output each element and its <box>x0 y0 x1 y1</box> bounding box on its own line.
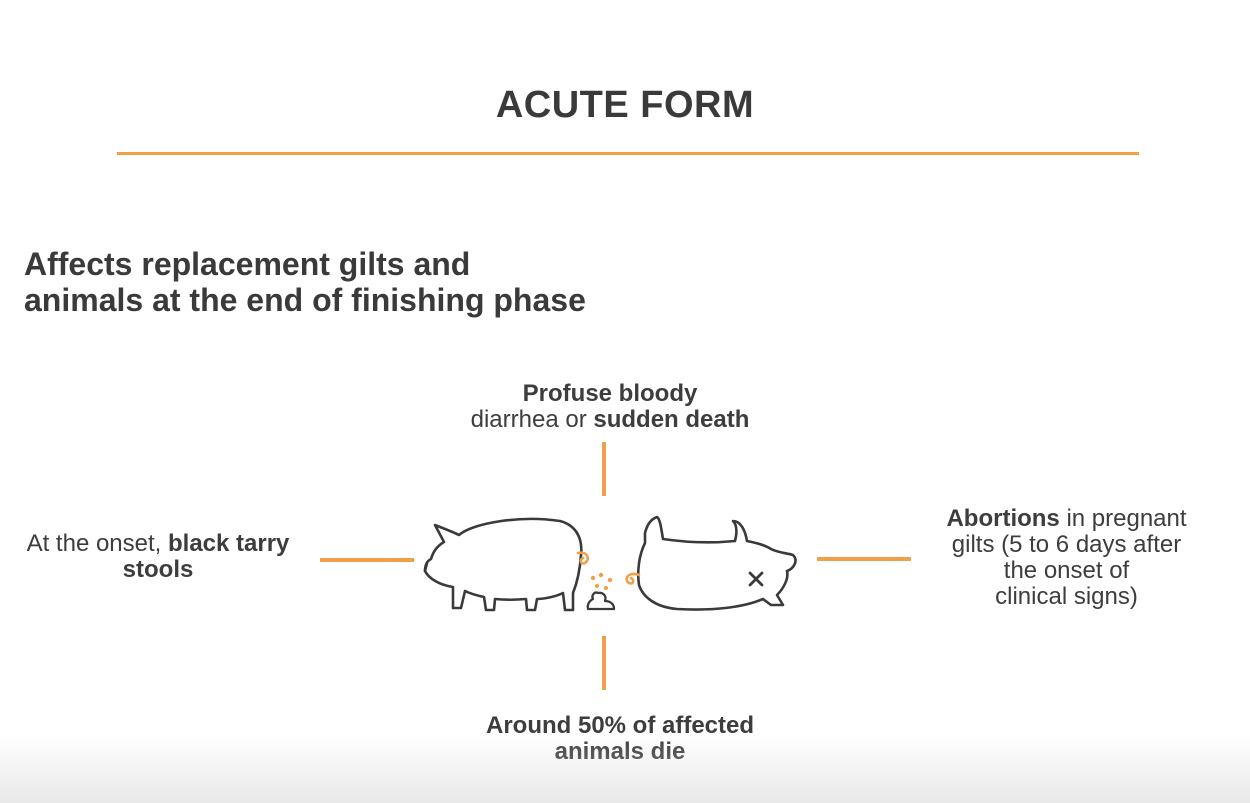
callout-left-line-1-regular: At the onset, <box>26 530 168 557</box>
x-eye-icon <box>748 571 764 587</box>
page-title: ACUTE FORM <box>495 84 755 126</box>
callout-bottom: Around 50% of affected animals die <box>420 713 820 765</box>
dead-pig-icon <box>636 515 797 611</box>
callout-right: Abortions in pregnant gilts (5 to 6 days… <box>914 506 1219 610</box>
callout-top-line-1: Profuse bloody <box>522 380 698 407</box>
connector-bottom <box>602 636 606 690</box>
callout-top-line-2-bold: sudden death <box>593 406 750 433</box>
dead-pig-tail-icon <box>625 572 641 585</box>
subtitle: Affects replacement gilts and animals at… <box>24 246 586 318</box>
callout-right-line-4: clinical signs) <box>995 583 1138 610</box>
callout-right-line-3: the onset of <box>1003 557 1130 584</box>
standing-pig-icon <box>423 517 583 612</box>
callout-bottom-line-1: Around 50% of affected <box>485 712 755 739</box>
connector-left <box>320 558 414 562</box>
subtitle-line-1: Affects replacement gilts and <box>24 246 471 282</box>
connector-right <box>817 557 911 561</box>
standing-pig-tail-icon <box>576 551 590 565</box>
stool-icon <box>586 572 616 611</box>
callout-right-line-1-bold: Abortions <box>946 505 1060 532</box>
callout-right-line-1-regular: in pregnant <box>1059 505 1187 532</box>
callout-bottom-line-2: animals die <box>554 738 686 765</box>
callout-left-line-1-bold: black tarry <box>168 530 290 557</box>
pig-illustration <box>423 515 797 612</box>
callout-right-line-2: gilts (5 to 6 days after <box>951 531 1182 558</box>
title-divider <box>117 152 1139 155</box>
callout-left-line-2-bold: stools <box>122 556 194 583</box>
callout-top-line-2-regular: diarrhea or <box>470 406 594 433</box>
connector-top <box>602 442 606 496</box>
callout-left: At the onset, black tarry stools <box>8 531 308 583</box>
callout-top: Profuse bloody diarrhea or sudden death <box>410 381 810 433</box>
subtitle-line-2: animals at the end of finishing phase <box>24 282 586 318</box>
